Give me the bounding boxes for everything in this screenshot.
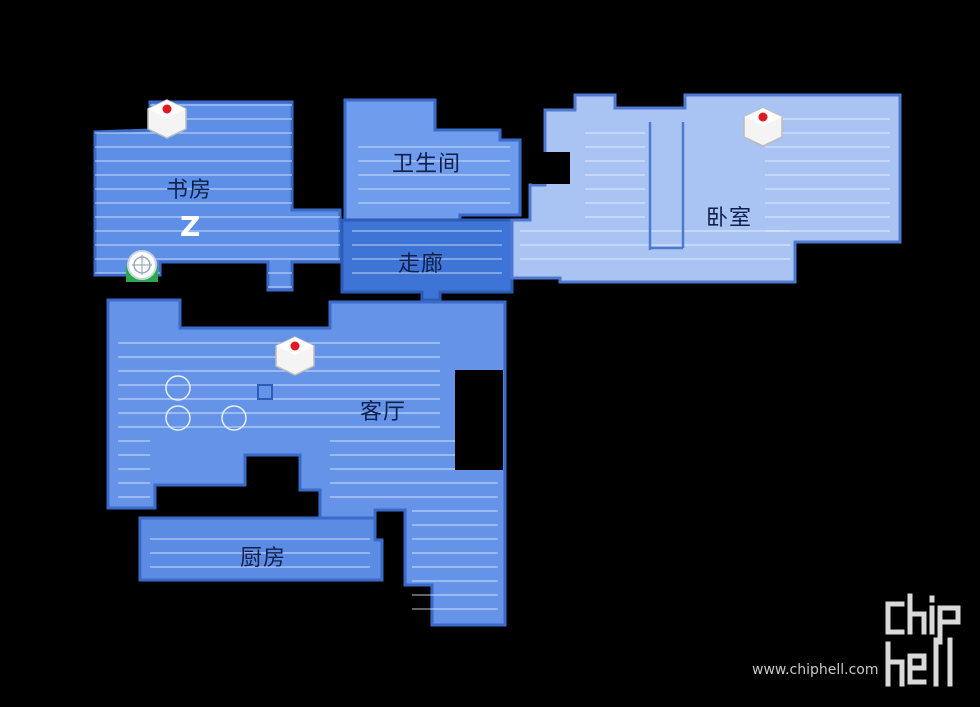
dice-marker-icon[interactable] xyxy=(146,98,188,140)
dice-marker-icon[interactable] xyxy=(742,106,784,148)
room-corridor[interactable] xyxy=(340,218,514,302)
dice-marker-icon[interactable] xyxy=(274,335,316,377)
room-label-corridor: 走廊 xyxy=(398,252,445,277)
room-label-bedroom: 卧室 xyxy=(706,206,753,231)
room-label-living: 客厅 xyxy=(360,400,407,425)
sleep-symbol: Z xyxy=(180,210,200,243)
room-bathroom[interactable] xyxy=(343,98,522,227)
room-bedroom[interactable] xyxy=(510,93,902,284)
room-living[interactable] xyxy=(106,298,507,627)
room-label-bathroom: 卫生间 xyxy=(392,152,462,177)
watermark-url: www.chiphell.com xyxy=(752,662,879,678)
chiphell-logo xyxy=(885,593,961,687)
charging-dock-icon[interactable] xyxy=(126,250,158,282)
room-label-kitchen: 厨房 xyxy=(240,546,287,571)
room-study[interactable] xyxy=(93,100,342,292)
room-label-study: 书房 xyxy=(166,178,213,203)
room-kitchen[interactable] xyxy=(138,516,384,582)
